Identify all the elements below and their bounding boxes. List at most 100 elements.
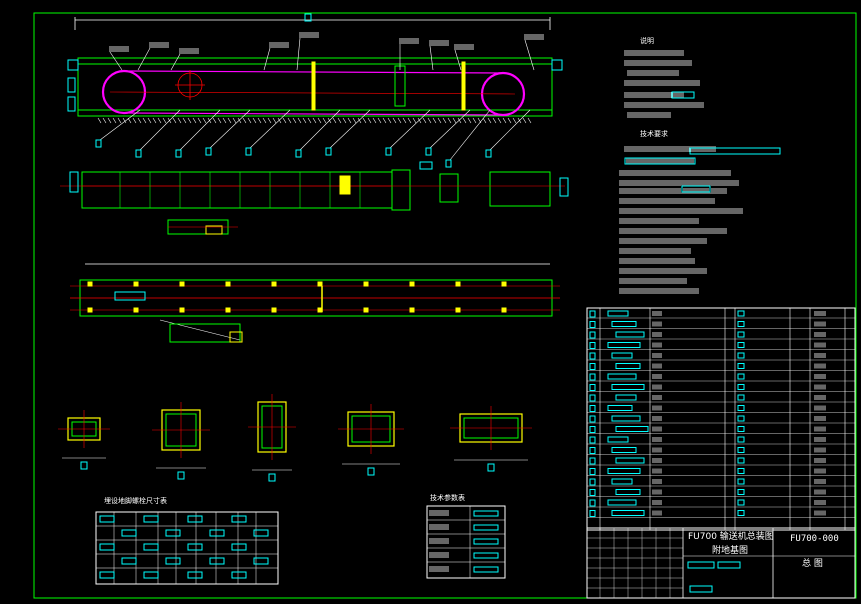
gearbox xyxy=(439,173,459,203)
row-qty xyxy=(737,510,745,516)
ground-hatch xyxy=(332,117,337,124)
side-marker xyxy=(67,96,76,112)
note-box xyxy=(681,185,711,193)
row-index xyxy=(589,394,596,402)
leader-line xyxy=(179,109,221,151)
leader-line xyxy=(209,109,251,149)
callout-tag xyxy=(245,147,252,156)
leader-line xyxy=(263,47,271,71)
table-cell-value xyxy=(209,557,225,565)
table-cell-value xyxy=(187,515,203,523)
title-block-frame xyxy=(586,527,856,599)
ground-hatch xyxy=(197,117,202,124)
row-index xyxy=(589,478,596,486)
row-qty xyxy=(737,457,745,464)
ground-hatch xyxy=(277,117,282,124)
callout-tag xyxy=(295,149,302,158)
ground-hatch xyxy=(292,117,297,124)
ground-hatch xyxy=(482,117,487,124)
ground-hatch xyxy=(182,117,187,124)
row-text xyxy=(607,310,629,317)
row-index xyxy=(589,405,596,412)
table-cell-value xyxy=(121,557,137,565)
table-cell-value xyxy=(165,529,181,537)
anchor-bolt xyxy=(363,307,369,313)
ground-hatch xyxy=(317,117,322,124)
ground-hatch xyxy=(157,117,162,124)
ground-hatch xyxy=(287,117,292,124)
ground-hatch xyxy=(312,117,317,124)
row-index xyxy=(589,468,596,475)
ground-hatch xyxy=(187,117,192,124)
row-qty xyxy=(737,405,745,411)
overall-dimension-text xyxy=(304,13,312,22)
table-cell-value xyxy=(209,529,225,537)
table-cell-value xyxy=(165,557,181,565)
params-value xyxy=(473,538,499,545)
ground-hatch xyxy=(227,117,232,124)
ground-hatch xyxy=(242,117,247,124)
ground-hatch xyxy=(97,117,102,124)
anchor-bolt xyxy=(501,281,507,287)
table-cell-value xyxy=(231,543,247,551)
ground-hatch xyxy=(107,117,112,124)
plan-view xyxy=(60,161,569,235)
ground-hatch xyxy=(122,117,127,124)
ground-hatch xyxy=(102,117,107,124)
row-index xyxy=(589,489,596,496)
anchor-bolt xyxy=(271,307,277,313)
ground-hatch xyxy=(357,117,362,124)
ground-hatch xyxy=(367,117,372,124)
callout-tag xyxy=(385,147,392,156)
anchor-bolt xyxy=(179,281,185,287)
title-field xyxy=(717,561,741,569)
ground-hatch xyxy=(282,117,287,124)
notes-area: 说明 技术要求 xyxy=(619,36,781,294)
row-index xyxy=(589,310,596,318)
row-text xyxy=(615,457,645,464)
leader-line xyxy=(139,109,181,151)
anchor-bolt xyxy=(363,281,369,287)
ground-hatch xyxy=(452,117,457,124)
params-table-frame xyxy=(426,505,506,579)
row-text xyxy=(611,384,645,390)
ground-hatch xyxy=(307,117,312,124)
params-value xyxy=(473,510,499,517)
ground-hatch xyxy=(377,117,382,124)
ground-hatch xyxy=(522,117,527,124)
anchor-bolt xyxy=(409,281,415,287)
row-qty xyxy=(737,415,745,422)
row-qty xyxy=(737,426,745,432)
leader-line xyxy=(299,109,341,151)
ground-hatch xyxy=(527,117,532,124)
side-marker xyxy=(67,77,76,93)
row-text xyxy=(615,394,637,401)
row-text xyxy=(611,478,633,485)
side-marker xyxy=(551,59,563,71)
leader-line xyxy=(170,53,181,71)
anchor-bolt xyxy=(87,281,93,287)
row-index xyxy=(589,436,596,444)
row-index xyxy=(589,447,596,454)
note-box xyxy=(624,157,696,165)
callout-tag xyxy=(445,159,452,168)
callout-tag xyxy=(205,147,212,156)
part-tag xyxy=(419,161,433,170)
row-index xyxy=(589,342,596,349)
leader-line xyxy=(329,109,371,149)
note-box xyxy=(671,91,695,99)
row-index xyxy=(589,415,596,423)
ground-hatch xyxy=(252,117,257,124)
row-qty xyxy=(737,310,745,317)
ground-hatch xyxy=(262,117,267,124)
drive-box xyxy=(391,169,411,211)
leader-line xyxy=(109,51,123,71)
ground-hatch xyxy=(407,117,412,124)
anchor-bolt xyxy=(317,281,323,287)
parts-list-frame xyxy=(586,307,856,531)
ground-hatch xyxy=(402,117,407,124)
ground-hatch xyxy=(142,117,147,124)
ground-hatch xyxy=(512,117,517,124)
ground-hatch xyxy=(267,117,272,124)
leader-line xyxy=(296,37,301,71)
